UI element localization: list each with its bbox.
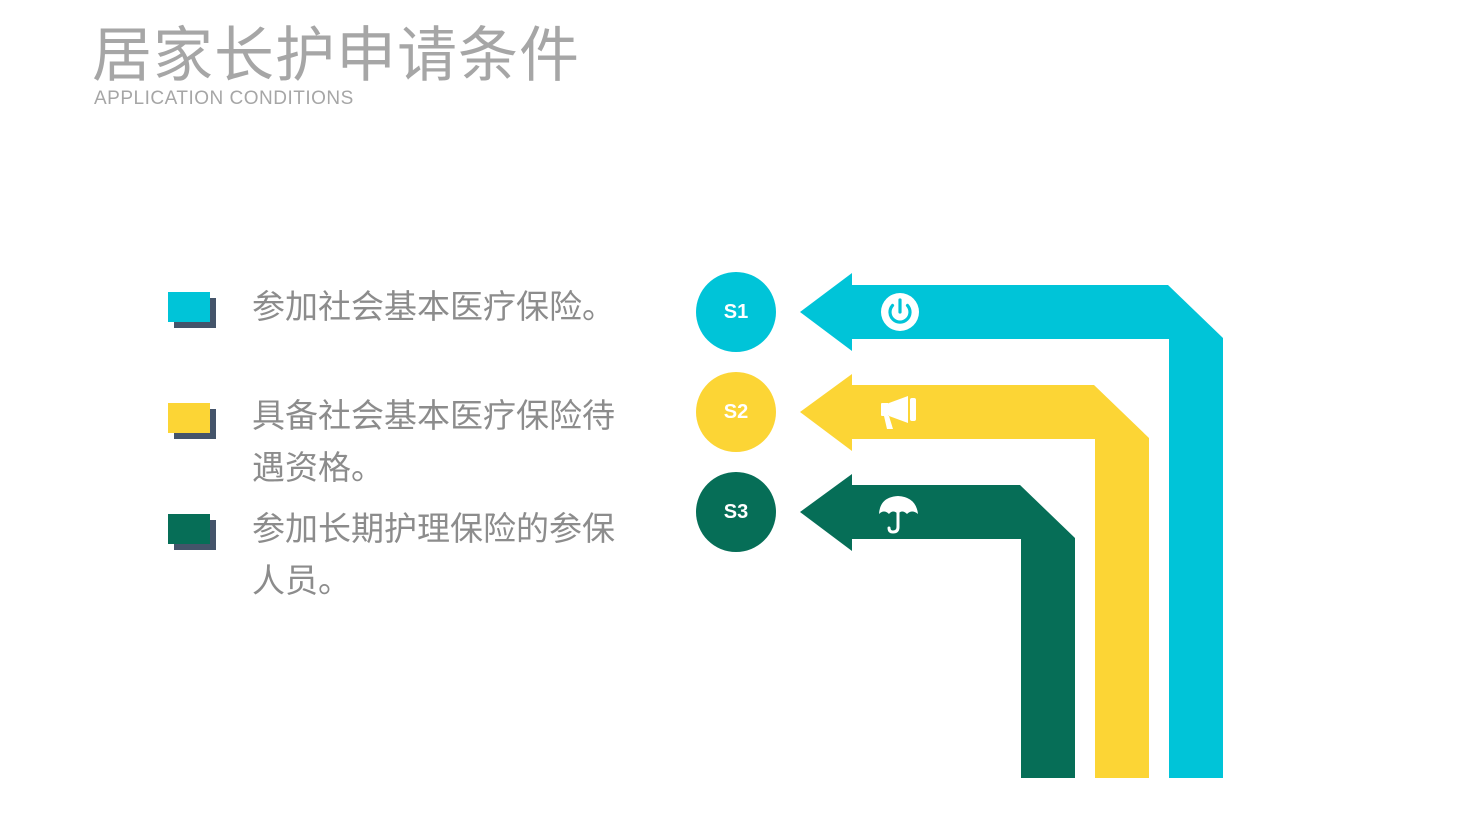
step-circle-s1: S1 <box>696 272 776 352</box>
bullet-face <box>168 292 210 322</box>
condition-text-1: 参加社会基本医疗保险。 <box>252 287 615 326</box>
condition-text-2: 具备社会基本医疗保险待遇资格。 <box>252 396 615 487</box>
step-label-s2: S2 <box>723 400 749 423</box>
arrow-s2 <box>800 374 1149 778</box>
page-title: 居家长护申请条件 <box>92 21 580 91</box>
arrow-s1 <box>800 273 1223 778</box>
bullet-face <box>168 514 210 544</box>
bullet-cyan <box>168 292 216 328</box>
step-label-s3: S3 <box>723 500 749 523</box>
arrow-s3 <box>800 474 1075 778</box>
bullet-face <box>168 403 210 433</box>
bullet-yellow <box>168 403 216 439</box>
bullet-green <box>168 514 216 550</box>
step-circle-s3: S3 <box>696 472 776 552</box>
step-label-s1: S1 <box>723 300 749 323</box>
umbrella-icon <box>879 496 918 534</box>
condition-text-3: 参加长期护理保险的参保人员。 <box>252 509 615 600</box>
step-circle-s2: S2 <box>696 372 776 452</box>
page-subtitle: APPLICATION CONDITIONS <box>94 88 354 109</box>
power-icon <box>881 293 919 331</box>
megaphone-icon <box>881 396 916 429</box>
